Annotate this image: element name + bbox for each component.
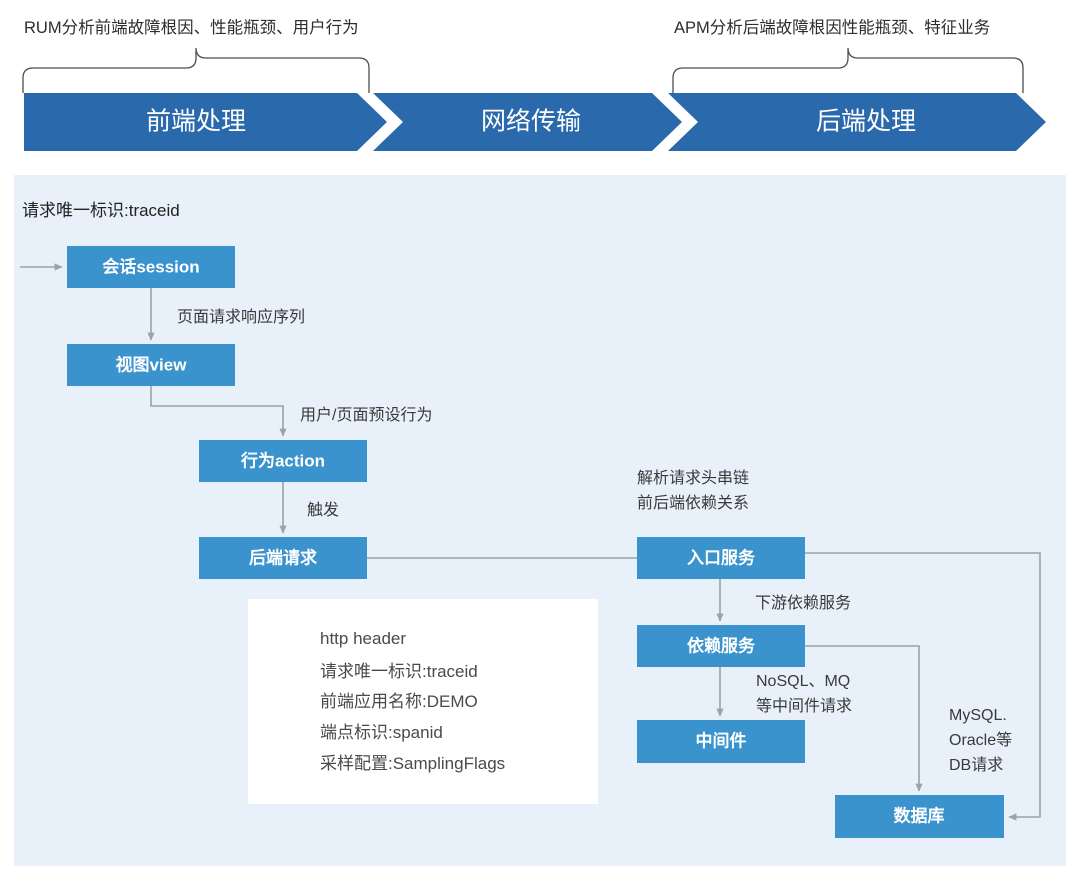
connector-view-to-action: [150, 386, 287, 437]
http-header-card-line-1: 请求唯一标识:traceid: [320, 662, 478, 681]
node-session-label: 会话session: [102, 256, 199, 276]
node-action-label: 行为action: [240, 450, 325, 470]
node-backend-request-box[interactable]: [199, 537, 367, 579]
node-middleware-box[interactable]: [637, 720, 805, 763]
edge-label-action-to-backendreq: 触发: [307, 501, 339, 519]
node-dependency-service-box[interactable]: [637, 625, 805, 667]
http-header-card: http header 请求唯一标识:traceid 前端应用名称:DEMO 端…: [248, 599, 598, 804]
edge-label-entry-to-dependency: 下游依赖服务: [755, 594, 851, 612]
node-action[interactable]: 行为action: [199, 440, 367, 482]
left-annotation-group: RUM分析前端故障根因、性能瓶颈、用户行为: [22, 18, 370, 93]
backend-note: 解析请求头串链 前后端依赖关系: [637, 469, 749, 512]
http-header-card-title: http header: [320, 629, 406, 648]
connector-entry-to-database: [803, 552, 1041, 821]
node-action-box[interactable]: [199, 440, 367, 482]
connectors: [20, 263, 1041, 821]
node-middleware-label: 中间件: [696, 730, 747, 750]
node-entry-service-label: 入口服务: [687, 547, 756, 567]
right-brace-label: APM分析后端故障根因性能瓶颈、特征业务: [674, 18, 990, 37]
node-session-box[interactable]: [67, 246, 235, 288]
node-dependency-service-label: 依赖服务: [687, 635, 756, 655]
db-note-line2: Oracle等: [949, 731, 1012, 749]
db-note-line1: MySQL.: [949, 707, 1007, 724]
node-middleware[interactable]: 中间件: [637, 720, 805, 763]
phase-label-network[interactable]: 网络传输: [481, 108, 581, 136]
right-brace-icon: [672, 47, 1024, 93]
left-brace-label: RUM分析前端故障根因、性能瓶颈、用户行为: [24, 18, 359, 37]
middleware-note-line2: 等中间件请求: [756, 697, 852, 715]
right-annotation-group: APM分析后端故障根因性能瓶颈、特征业务: [672, 18, 1024, 93]
node-database-box[interactable]: [835, 795, 1004, 838]
phase-label-backend[interactable]: 后端处理: [816, 108, 916, 136]
node-backend-request[interactable]: 后端请求: [199, 537, 367, 579]
http-header-card-line-4: 采样配置:SamplingFlags: [320, 754, 505, 773]
db-note-line3: DB请求: [949, 756, 1003, 774]
middleware-note-line1: NoSQL、MQ: [756, 673, 850, 690]
http-header-card-background: [248, 599, 598, 804]
db-note: MySQL. Oracle等 DB请求: [949, 707, 1012, 774]
node-view-box[interactable]: [67, 344, 235, 386]
node-entry-service-box[interactable]: [637, 537, 805, 579]
edge-label-view-to-action: 用户/页面预设行为: [300, 406, 432, 424]
backend-note-line1: 解析请求头串链: [637, 469, 749, 487]
backend-note-line2: 前后端依赖关系: [637, 494, 749, 512]
edge-label-session-to-view: 页面请求响应序列: [177, 307, 305, 326]
phase-label-frontend[interactable]: 前端处理: [146, 108, 246, 136]
connector-dependency-to-database: [805, 645, 923, 792]
banner-body: [24, 93, 1046, 151]
node-view-label: 视图view: [116, 354, 188, 374]
node-session[interactable]: 会话session: [67, 246, 235, 288]
banner-separator-1: [357, 93, 403, 151]
banner-separator-2: [652, 93, 698, 151]
node-backend-request-label: 后端请求: [249, 547, 317, 567]
http-header-card-line-3: 端点标识:spanid: [320, 723, 443, 742]
node-view[interactable]: 视图view: [67, 344, 235, 386]
panel-title: 请求唯一标识:traceid: [22, 201, 180, 220]
left-brace-icon: [22, 47, 370, 93]
node-database[interactable]: 数据库: [835, 795, 1004, 838]
phase-banner: 前端处理 网络传输 后端处理: [24, 93, 1046, 151]
node-database-label: 数据库: [894, 805, 945, 825]
node-dependency-service[interactable]: 依赖服务: [637, 625, 805, 667]
middleware-note: NoSQL、MQ 等中间件请求: [756, 673, 852, 715]
http-header-card-line-2: 前端应用名称:DEMO: [320, 692, 478, 711]
node-entry-service[interactable]: 入口服务: [637, 537, 805, 579]
